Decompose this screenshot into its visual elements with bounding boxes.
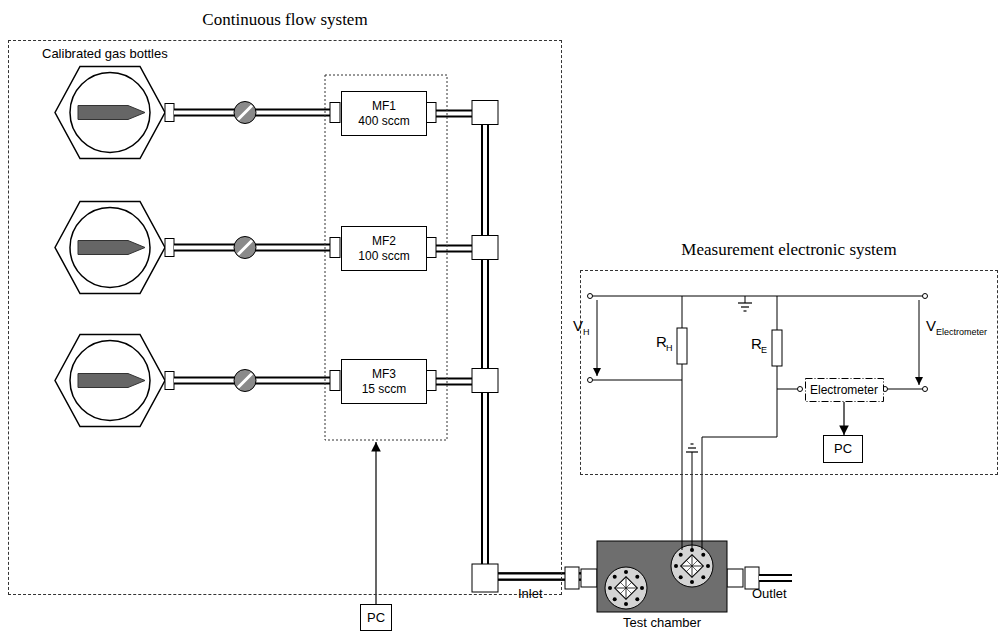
voltage-arrow bbox=[919, 300, 920, 385]
test-chamber: Test chamber bbox=[597, 541, 727, 612]
circuit-wire bbox=[692, 452, 693, 550]
mass-flow-controller: MF2100 sccm bbox=[341, 226, 427, 271]
box-label: Electrometer bbox=[810, 383, 878, 397]
box-label: PC bbox=[834, 441, 852, 457]
signal-name: V bbox=[926, 318, 936, 333]
terminal bbox=[588, 294, 593, 299]
gas-pipe bbox=[427, 382, 597, 577]
ground-symbol bbox=[688, 447, 696, 448]
voltage-arrow bbox=[597, 300, 598, 376]
circuit-wire bbox=[885, 389, 925, 390]
box-label: MF1 bbox=[372, 99, 396, 113]
outlet-pipe bbox=[759, 574, 792, 582]
resistor-symbol bbox=[772, 330, 782, 366]
circuit-wire bbox=[745, 296, 746, 303]
gas-pipe bbox=[427, 114, 597, 577]
signal-subscript: H bbox=[583, 328, 590, 337]
box-label: MF3 bbox=[372, 367, 396, 381]
resistor-symbol bbox=[677, 328, 782, 366]
gas-sensor bbox=[605, 567, 647, 609]
mass-flow-controller: MF315 sccm bbox=[341, 359, 427, 404]
terminal bbox=[588, 378, 593, 383]
circuit-wire bbox=[682, 296, 683, 328]
terminal bbox=[923, 294, 928, 299]
terminal bbox=[923, 387, 928, 392]
pipe-fitting bbox=[745, 567, 759, 589]
pipe-fitting bbox=[581, 569, 597, 587]
gas-pipe bbox=[427, 249, 597, 577]
ground-symbol bbox=[741, 306, 749, 307]
region-title: Continuous flow system bbox=[9, 10, 561, 30]
circuit-wire bbox=[777, 296, 778, 330]
pipe-fitting bbox=[727, 569, 743, 587]
mass-flow-controller: MF1400 sccm bbox=[341, 91, 427, 136]
signal-name: V bbox=[573, 318, 583, 333]
box-label: 100 sccm bbox=[358, 249, 409, 263]
gas-sensor bbox=[605, 545, 713, 609]
circuit-wire bbox=[702, 366, 777, 550]
component-name: R bbox=[656, 334, 667, 349]
box-label: MF2 bbox=[372, 234, 396, 248]
pipe-fitting bbox=[472, 564, 498, 592]
component-name: R bbox=[751, 336, 762, 351]
control-arrow bbox=[375, 442, 376, 604]
gas-bottle-row bbox=[55, 67, 498, 159]
box-label: 400 sccm bbox=[358, 114, 409, 128]
port-label: Outlet bbox=[752, 587, 787, 600]
ground-symbol bbox=[744, 310, 747, 311]
signal-arrow bbox=[843, 402, 844, 435]
component-subscript: E bbox=[761, 346, 767, 355]
region-title: Measurement electronic system bbox=[581, 240, 997, 260]
test-chamber-body bbox=[597, 541, 727, 612]
gas-pipe bbox=[427, 249, 597, 577]
signal-arrow bbox=[844, 402, 845, 435]
system-region: Measurement electronic systemElectromete… bbox=[580, 270, 998, 475]
gas-pipe bbox=[427, 382, 597, 577]
component-subscript: H bbox=[666, 344, 673, 353]
ground-symbol bbox=[686, 451, 698, 452]
outlet-pipe bbox=[759, 578, 793, 579]
computer-box: PC bbox=[823, 435, 863, 463]
system-region: Continuous flow systemMF1400 sccmMF2100 … bbox=[8, 40, 562, 595]
circuit-wire bbox=[777, 389, 800, 390]
gas-pipe bbox=[427, 114, 597, 577]
outlet-pipe bbox=[759, 576, 793, 580]
voltage-arrow bbox=[597, 300, 919, 385]
gas-bottle-row bbox=[55, 335, 498, 427]
ground-symbol bbox=[738, 302, 752, 303]
chamber-label: Test chamber bbox=[567, 615, 757, 630]
gas-bottle-row bbox=[55, 202, 498, 294]
circuit-wire bbox=[590, 380, 682, 381]
terminal bbox=[798, 387, 803, 392]
computer-box: PC bbox=[360, 604, 392, 631]
signal-subscript: Electrometer bbox=[936, 328, 987, 337]
circuit-wire bbox=[682, 364, 683, 550]
resistor-symbol bbox=[677, 328, 687, 364]
gas-sensor bbox=[671, 545, 713, 587]
pipe-fitting bbox=[565, 567, 579, 589]
gas-pipe bbox=[427, 114, 597, 577]
circuit-wire bbox=[590, 296, 925, 550]
gas-pipe bbox=[427, 382, 597, 577]
box-label: PC bbox=[367, 610, 385, 626]
gas-pipe bbox=[427, 249, 597, 577]
gas-bottle-row bbox=[55, 67, 498, 427]
terminal bbox=[588, 294, 928, 392]
ground-symbol bbox=[686, 303, 752, 452]
box-label: 15 sccm bbox=[362, 382, 407, 396]
electrometer-box: Electrometer bbox=[805, 378, 884, 402]
group-label: Calibrated gas bottles bbox=[42, 47, 168, 60]
controller-group bbox=[325, 75, 447, 440]
circuit-wire bbox=[590, 296, 925, 297]
electrometer-outline bbox=[805, 379, 883, 402]
port-label: Inlet bbox=[518, 587, 543, 600]
ground-symbol bbox=[691, 443, 694, 444]
